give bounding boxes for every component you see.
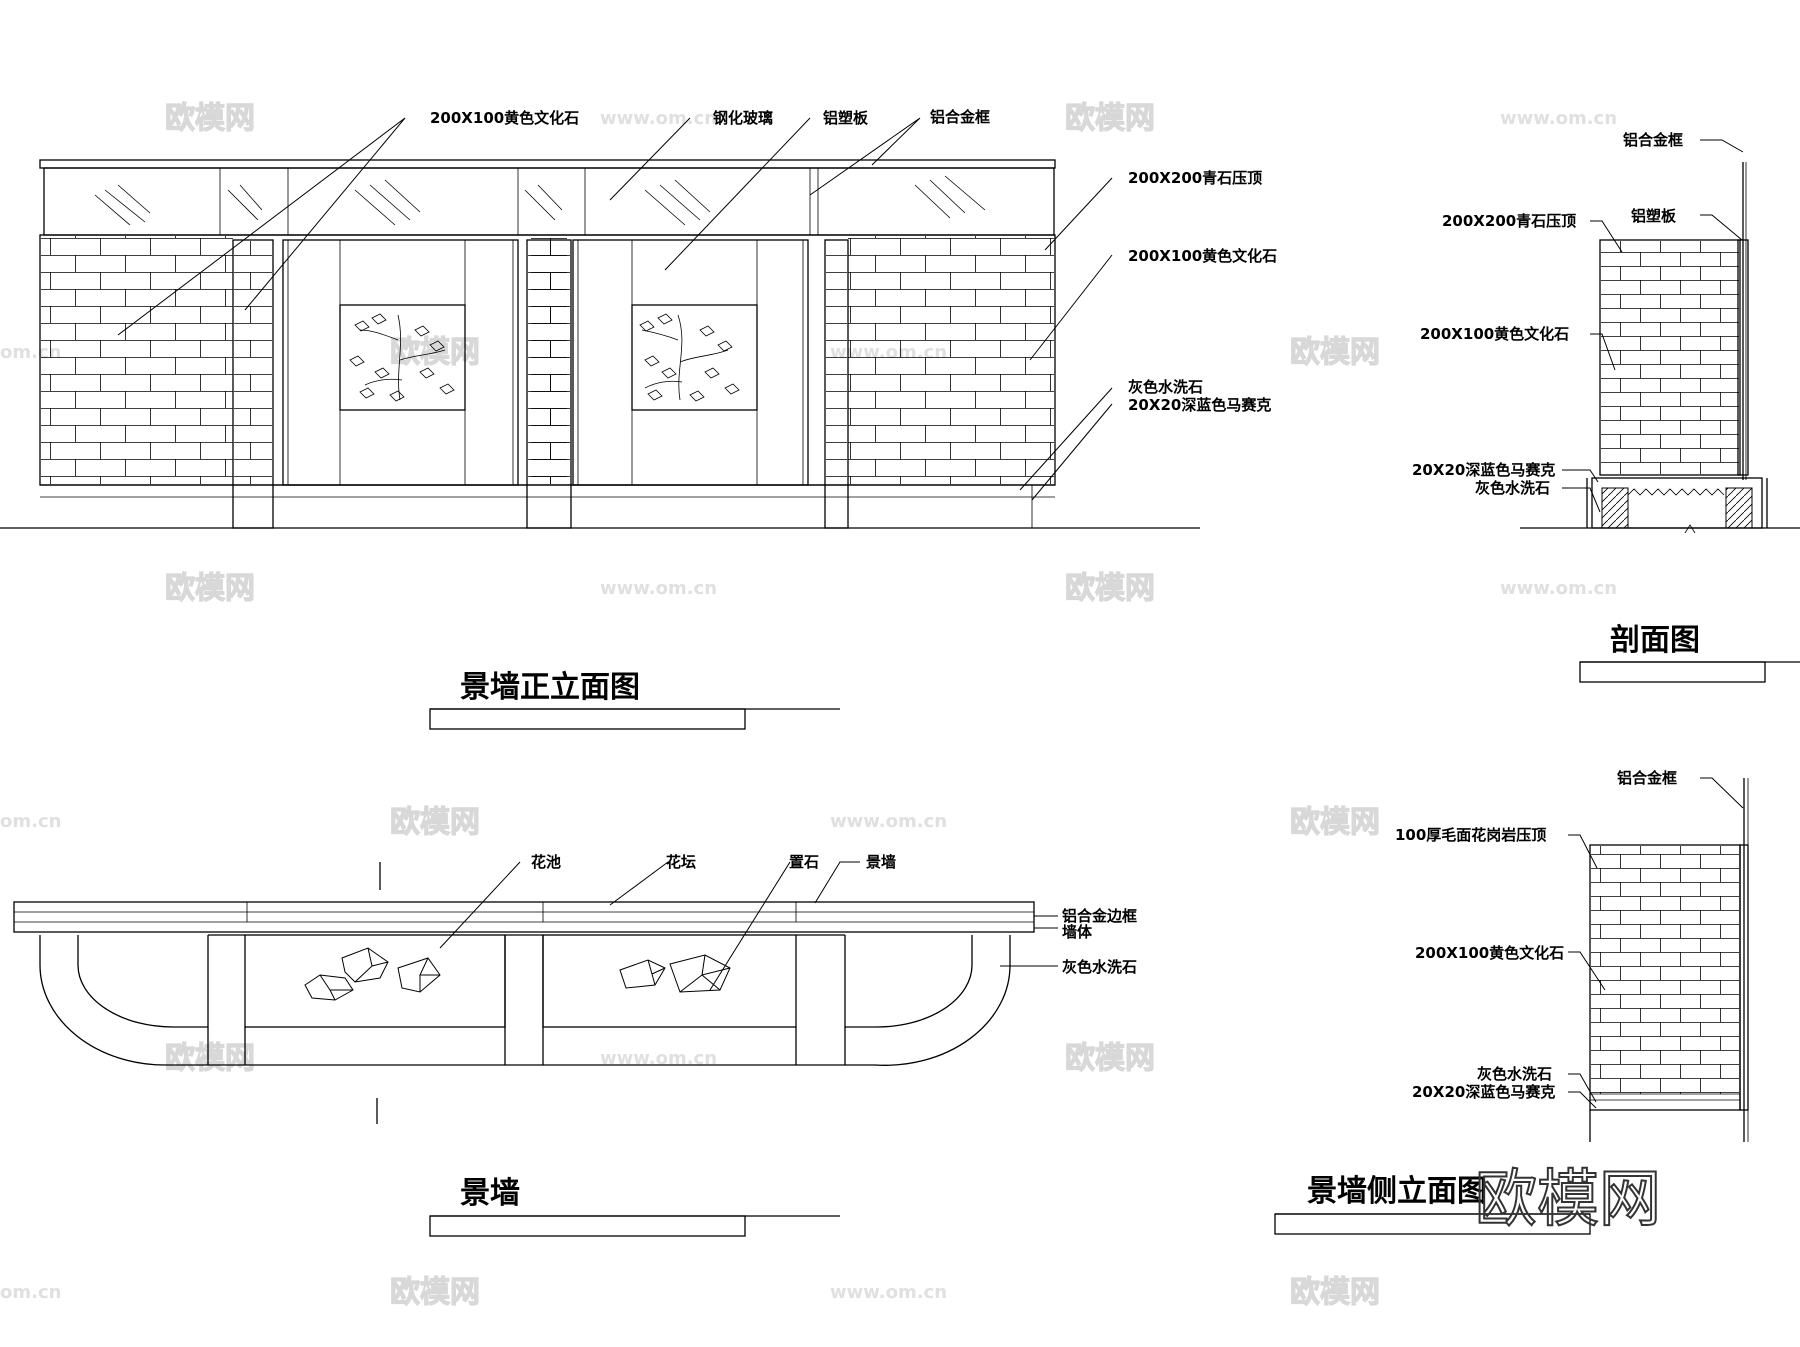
label-section-bluestone: 200X200青石压顶 [1442,212,1576,230]
front-elevation: 200X100黄色文化石 钢化玻璃 铝塑板 铝合金框 200X200青石压顶 2… [0,108,1277,730]
label-side-washed-stone: 灰色水洗石 [1477,1065,1552,1083]
label-side-culture-stone: 200X100黄色文化石 [1415,944,1564,962]
plan-leaders [439,861,1058,991]
watermark-url: www.om.cn [1500,578,1617,599]
watermark-url: om.cn [0,811,61,832]
label-aluminum-plastic: 铝塑板 [823,109,869,127]
perforated-panel-2 [572,239,809,486]
label-culture-stone: 200X100黄色文化石 [430,109,579,127]
watermark: 欧模网 [1290,1275,1380,1310]
label-washed-stone: 灰色水洗石 [1128,378,1203,396]
art-panel-1 [339,304,466,411]
section-wall [1599,239,1741,476]
label-section-washed-stone: 灰色水洗石 [1475,479,1550,497]
label-bluestone-cap: 200X200青石压顶 [1128,169,1262,187]
section-leaders [1562,139,1744,513]
glass-reflection-marks [94,175,986,226]
watermark: 欧模网 [1065,571,1155,606]
rocks-left [304,947,441,1001]
watermark-url: www.om.cn [600,108,717,129]
flower-pool [244,934,506,1028]
brand-watermark-large: 欧模网 [1475,1162,1661,1235]
pillar-2 [526,239,572,529]
label-plan-washed-stone: 灰色水洗石 [1062,958,1137,976]
plan-view: 花池 花坛 置石 景墙 铝合金边框 墙体 灰色水洗石 景墙 [13,853,1137,1237]
culture-stone-right [848,236,1054,484]
plant-motif-2 [639,313,740,402]
label-aluminum-edge: 铝合金边框 [1062,907,1137,925]
watermark-url: om.cn [0,1282,61,1303]
watermark: 欧模网 [1290,805,1380,840]
glass-dividers [219,168,819,235]
label-wall-body: 墙体 [1062,923,1093,941]
rocks-right [619,954,731,993]
watermark: 欧模网 [1065,1041,1155,1076]
title-plan: 景墙 [460,1176,520,1211]
label-granite-cap: 100厚毛面花岗岩压顶 [1395,826,1546,844]
watermark: 欧模网 [390,1275,480,1310]
pillar-1 [232,239,274,529]
top-cap [39,159,1056,169]
label-section-aluminum-plastic: 铝塑板 [1631,207,1677,225]
label-tempered-glass: 钢化玻璃 [713,109,773,127]
watermark-url: www.om.cn [600,578,717,599]
label-section-culture-stone: 200X100黄色文化石 [1420,325,1569,343]
culture-stone-left [41,236,233,484]
label-flower-bed: 花坛 [666,853,696,871]
label-mosaic: 20X20深蓝色马赛克 [1128,396,1271,414]
pillar-3 [824,239,849,529]
label-section-aluminum-frame: 铝合金框 [1623,131,1683,149]
watermark: 欧模网 [1290,335,1380,370]
watermark-url: www.om.cn [830,811,947,832]
title-section: 剖面图 [1610,623,1700,658]
label-wall: 景墙 [866,853,896,871]
plan-frame [13,901,1035,933]
plan-outer-outline [39,935,1011,1066]
label-rock: 置石 [789,853,819,871]
art-panel-2 [631,304,758,411]
side-elevation: 铝合金框 100厚毛面花岗岩压顶 200X100黄色文化石 灰色水洗石 20X2… [1274,769,1749,1236]
label-culture-stone-right: 200X100黄色文化石 [1128,247,1277,265]
watermark-url: www.om.cn [1500,108,1617,129]
watermark: 欧模网 [1065,101,1155,136]
side-leaders [1568,777,1744,1109]
plant-motif-1 [349,313,455,402]
label-section-mosaic: 20X20深蓝色马赛克 [1412,461,1555,479]
watermark: 欧模网 [390,805,480,840]
title-front-elevation: 景墙正立面图 [460,670,640,705]
title-side-elevation: 景墙侧立面图 [1307,1174,1487,1209]
watermark: 欧模网 [165,101,255,136]
label-aluminum-frame: 铝合金框 [930,108,990,126]
label-side-aluminum-frame: 铝合金框 [1617,769,1677,787]
label-flower-pool: 花池 [531,853,561,871]
section-base [1591,477,1763,529]
watermark: 欧模网 [165,1041,255,1076]
front-leaders [117,117,1113,501]
section-view: 铝合金框 200X200青石压顶 铝塑板 200X100黄色文化石 20X20深… [1412,131,1800,683]
glass-band [43,167,1055,236]
watermark-url: www.om.cn [600,1048,717,1069]
flower-bed [542,934,797,1028]
watermark-url: www.om.cn [830,1282,947,1303]
watermark: 欧模网 [165,571,255,606]
label-side-mosaic: 20X20深蓝色马赛克 [1412,1083,1555,1101]
